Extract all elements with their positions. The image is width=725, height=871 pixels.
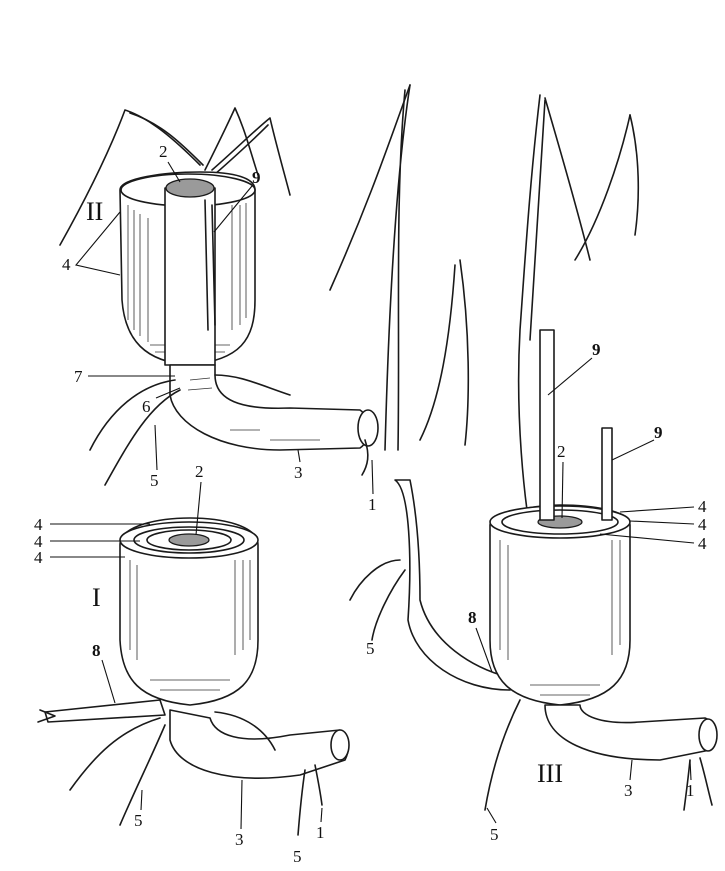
label-i-5b: 5 <box>293 847 302 866</box>
label-iii-4b: 4 <box>698 515 707 534</box>
label-ii-4: 4 <box>62 255 71 274</box>
rhizome-iii <box>545 705 715 760</box>
rhizome-ii <box>170 365 369 450</box>
label-ii-3: 3 <box>294 463 303 482</box>
side-shoot-i <box>45 700 165 722</box>
label-iii-1: 1 <box>686 781 695 800</box>
label-ii-1: 1 <box>368 495 377 514</box>
label-i-5a: 5 <box>134 811 143 830</box>
label-ii-6: 6 <box>142 397 151 416</box>
label-iii-8: 8 <box>468 608 477 627</box>
label-i-2: 2 <box>195 462 204 481</box>
label-iii-9a: 9 <box>592 340 601 359</box>
roman-label-iii: III <box>537 759 563 788</box>
label-iii-2: 2 <box>557 442 566 461</box>
figure-iii <box>330 85 717 810</box>
label-iii-9b: 9 <box>654 423 663 442</box>
label-i-8: 8 <box>92 641 101 660</box>
roman-label-i: I <box>92 583 101 612</box>
label-iii-5a: 5 <box>366 639 375 658</box>
figure-ii <box>60 108 378 485</box>
label-i-3: 3 <box>235 830 244 849</box>
label-iii-4c: 4 <box>698 534 707 553</box>
label-iii-4a: 4 <box>698 497 707 516</box>
label-i-4c: 4 <box>34 548 43 567</box>
rhizome-i <box>170 710 349 778</box>
label-ii-9: 9 <box>252 168 261 187</box>
label-ii-7: 7 <box>74 367 83 386</box>
label-i-1: 1 <box>316 823 325 842</box>
label-ii-5: 5 <box>150 471 159 490</box>
figure-i <box>38 518 349 835</box>
roman-label-ii: II <box>86 197 103 226</box>
label-ii-2: 2 <box>159 142 168 161</box>
label-iii-3: 3 <box>624 781 633 800</box>
leaf-iii-1 <box>385 85 410 450</box>
label-iii-5b: 5 <box>490 825 499 844</box>
